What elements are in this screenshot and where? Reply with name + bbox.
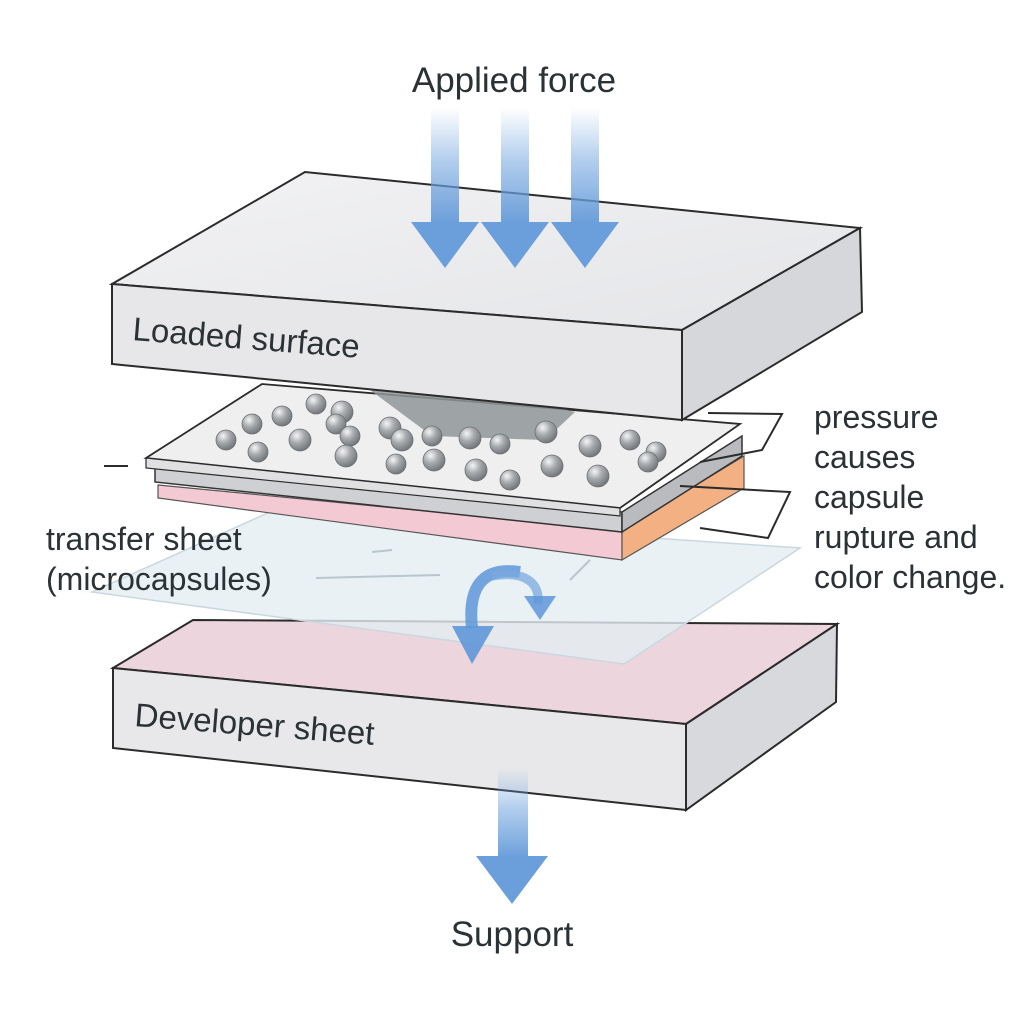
curved-arrow-icon	[452, 565, 556, 664]
microcapsule	[215, 429, 237, 451]
transfer-sheet-sublabel: (microcapsules)	[46, 561, 272, 597]
microcapsule	[489, 433, 511, 455]
developer-sheet-side	[685, 622, 839, 812]
down-arrow-icon	[476, 768, 548, 904]
annotation-line: causes	[814, 439, 915, 475]
microcapsule	[241, 413, 263, 435]
microcapsule	[390, 428, 414, 452]
microcapsule	[247, 441, 269, 463]
loaded-surface-slab	[108, 170, 864, 422]
leader-line	[679, 485, 792, 540]
annotation-line: rupture and	[814, 519, 978, 555]
annotation-leaders	[104, 412, 792, 540]
microcapsule	[578, 434, 602, 458]
microcapsule	[619, 429, 641, 451]
microcapsule	[325, 413, 347, 435]
microcapsule	[334, 444, 358, 468]
microcapsule	[499, 469, 521, 491]
annotation-text: pressure causes capsule rupture and colo…	[814, 399, 1006, 595]
down-arrow-icon	[551, 108, 619, 268]
annotation-line: pressure	[814, 399, 939, 435]
film-fold-mark	[315, 549, 591, 581]
leader-line	[699, 412, 784, 463]
microcapsule	[586, 464, 610, 488]
transfer-sheet-label: transfer sheet	[46, 521, 242, 557]
down-arrow-icon	[481, 108, 549, 268]
microcapsule	[422, 448, 446, 472]
microcapsule	[458, 426, 482, 450]
microcapsule	[464, 458, 488, 482]
developer-sheet-slab	[109, 618, 841, 812]
microcapsule	[288, 428, 312, 452]
annotation-line: color change.	[814, 559, 1006, 595]
microcapsules	[215, 393, 667, 491]
down-arrow-icon	[411, 108, 479, 268]
microcapsule	[534, 420, 558, 444]
microcapsule	[540, 454, 564, 478]
microcapsule	[385, 453, 407, 475]
applied-force-label: Applied force	[412, 61, 616, 100]
support-label: Support	[451, 915, 574, 954]
microcapsule	[421, 425, 443, 447]
capsule-layer-front	[145, 457, 621, 517]
annotation-line: capsule	[814, 479, 924, 515]
microcapsule	[339, 425, 361, 447]
microcapsule	[271, 405, 293, 427]
applied-force-arrows	[411, 108, 619, 268]
microcapsule	[637, 451, 659, 473]
loaded-surface-side	[681, 226, 864, 422]
microcapsule	[305, 393, 327, 415]
